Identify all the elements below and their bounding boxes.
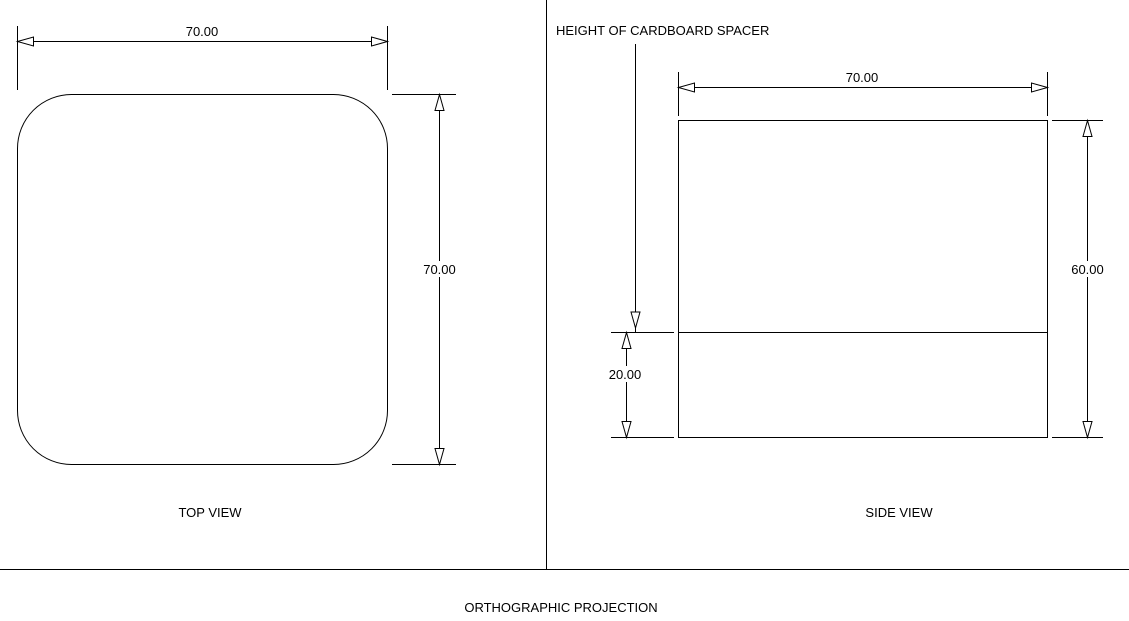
arrowhead [434,448,445,467]
top-view-rounded-square [17,94,388,465]
arrowhead [621,421,632,440]
side-view-caption: SIDE VIEW [865,505,933,520]
arrowhead [371,36,390,47]
arrowhead [434,92,445,111]
dimension-text-gap [420,261,460,277]
side-view: HEIGHT OF CARDBOARD SPACER 70.00 60.00 [556,23,1108,520]
side-view-outline [678,120,1048,438]
arrowhead [15,36,34,47]
top-view: 70.00 70.00 TOP VIEW [15,24,460,520]
arrowhead [630,311,641,330]
side-view-width-dimension: 70.00 [676,70,1050,116]
arrowhead [1082,421,1093,440]
spacer-callout-label: HEIGHT OF CARDBOARD SPACER [556,23,769,38]
side-view-height-dimension: 60.00 [1052,118,1108,440]
arrowhead [621,330,632,349]
side-view-height-label: 60.00 [1071,262,1104,277]
dimension-text-gap [1068,261,1108,277]
spacer-height-dimension: 20.00 [605,330,674,440]
drawing-title: ORTHOGRAPHIC PROJECTION [464,600,657,615]
arrowhead [676,82,695,93]
dimension-text-gap [605,366,647,382]
top-view-width-dimension: 70.00 [15,24,390,90]
spacer-callout: HEIGHT OF CARDBOARD SPACER [556,23,769,332]
arrowhead [1082,118,1093,137]
top-view-depth-label: 70.00 [423,262,456,277]
top-view-caption: TOP VIEW [178,505,242,520]
side-view-width-label: 70.00 [846,70,879,85]
top-view-depth-dimension: 70.00 [392,92,460,467]
spacer-height-label: 20.00 [609,367,642,382]
top-view-width-label: 70.00 [186,24,219,39]
arrowhead [1031,82,1050,93]
